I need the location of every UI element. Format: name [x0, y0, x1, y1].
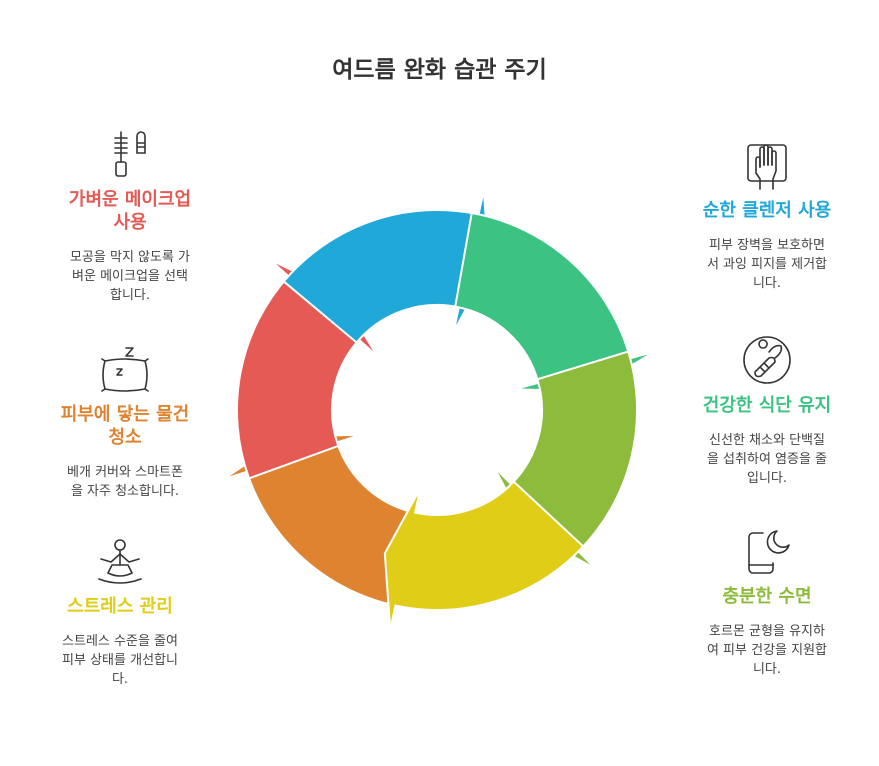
step-description: 호르몬 균형을 유지하 여 피부 건강을 지원합 니다. — [706, 624, 828, 677]
step-heading: 건강한 식단 유지 — [702, 395, 832, 416]
step-heading: 충분한 수면 — [722, 586, 812, 607]
step-clean: 피부에 닿는 물건 청소 베개 커버와 스마트폰 을 자주 청소합니다. — [30, 345, 220, 501]
moon-phone-icon — [748, 530, 790, 574]
diagram-title: 여드름 완화 습관 주기 — [332, 57, 547, 83]
pillow-icon — [101, 347, 149, 392]
step-description: 신선한 채소와 단백질 을 섭취하여 염증을 줄 입니다. — [706, 433, 828, 486]
step-description: 스트레스 수준을 줄여 피부 상태를 개선합니 다. — [62, 634, 178, 687]
step-heading: 가벼운 메이크업 사용 — [68, 189, 192, 233]
step-description: 모공을 막지 않도록 가 벼운 메이크업을 선택 합니다. — [69, 250, 191, 303]
step-stress: 스트레스 관리 스트레스 수준을 줄여 피부 상태를 개선합니 다. — [25, 537, 215, 689]
hand-washing-icon — [747, 144, 787, 190]
step-heading: 피부에 닿는 물건 청소 — [60, 404, 190, 448]
step-cleanser: 순한 클렌저 사용 피부 장벽을 보호하면 서 과잉 피지를 제거합 니다. — [672, 141, 862, 293]
mascara-icon — [114, 131, 146, 177]
step-makeup: 가벼운 메이크업 사용 모공을 막지 않도록 가 벼운 메이크업을 선택 합니다… — [40, 130, 220, 305]
step-sleep: 충분한 수면 호르몬 균형을 유지하 여 피부 건강을 지원합 니다. — [672, 527, 862, 679]
step-diet: 건강한 식단 유지 신선한 채소와 단백질 을 섭취하여 염증을 줄 입니다. — [672, 334, 862, 488]
step-description: 피부 장벽을 보호하면 서 과잉 피지를 제거합 니다. — [706, 238, 828, 291]
step-heading: 스트레스 관리 — [67, 596, 173, 617]
step-heading: 순한 클렌저 사용 — [702, 200, 832, 221]
meditation-icon — [98, 539, 142, 584]
vegetables-icon — [743, 336, 791, 384]
arrow-yellow — [383, 480, 585, 631]
step-description: 베개 커버와 스마트폰 을 자주 청소합니다. — [67, 465, 183, 499]
